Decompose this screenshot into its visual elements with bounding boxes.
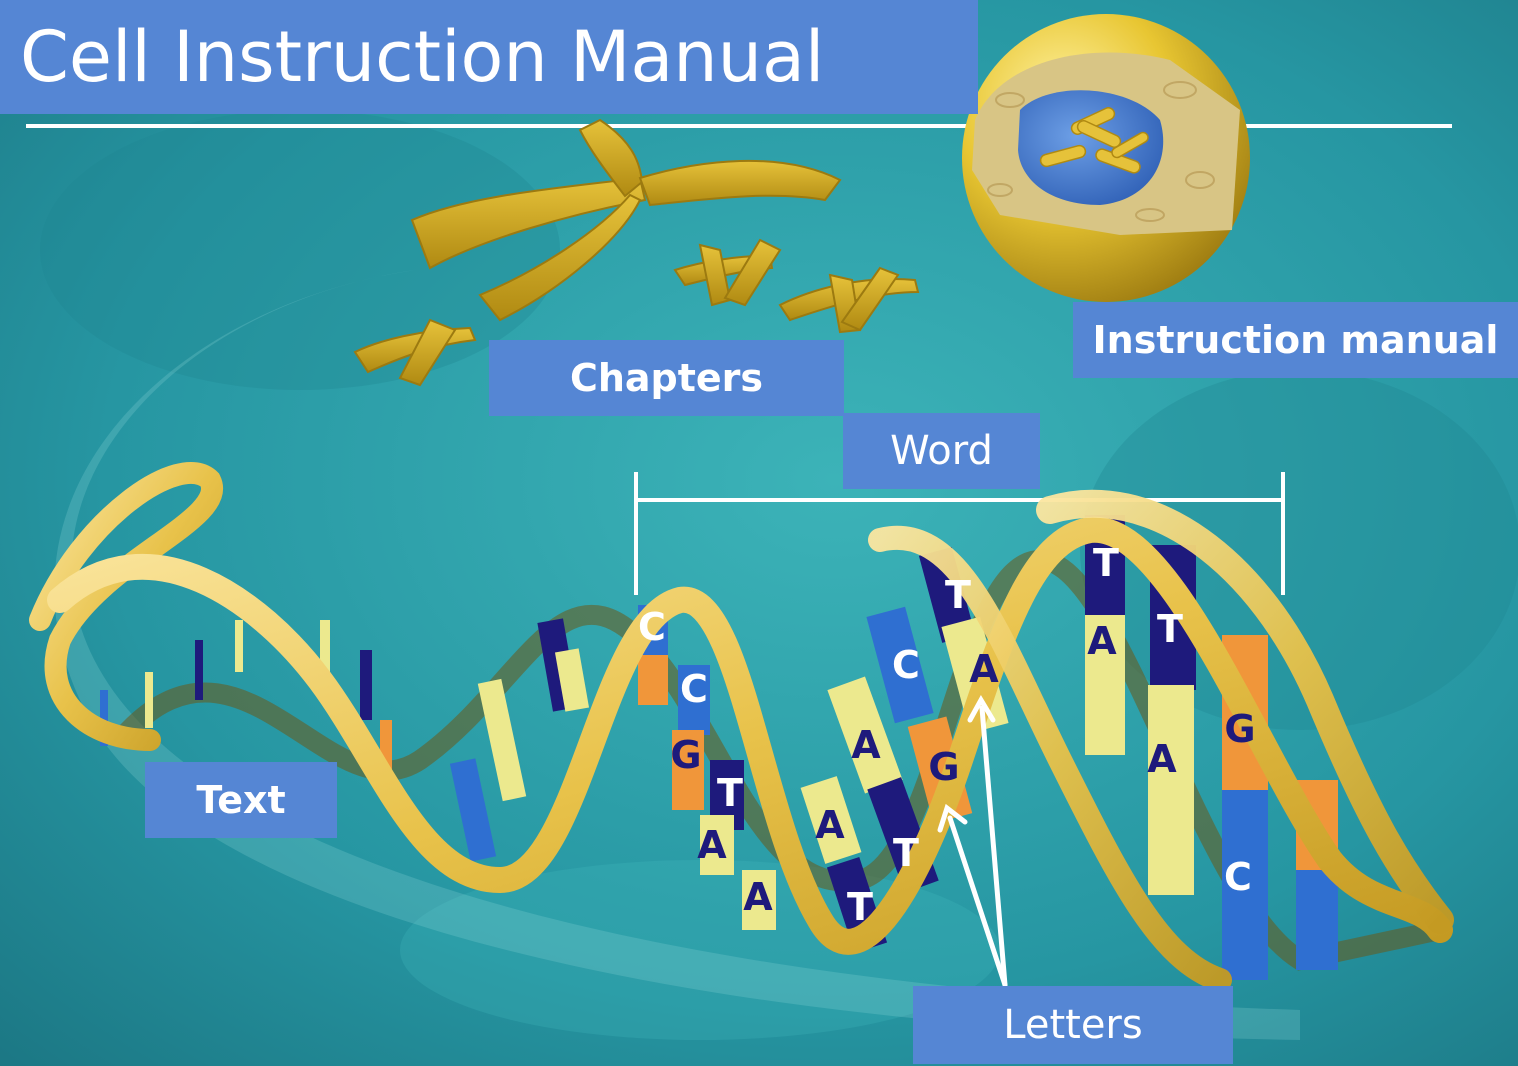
base-letter: T: [1093, 541, 1119, 585]
base-letter: A: [697, 823, 727, 867]
chapters-label: Chapters: [489, 340, 844, 416]
base-letter: A: [743, 875, 773, 919]
text-label: Text: [145, 762, 337, 838]
word-label: Word: [843, 413, 1040, 489]
base-letter: T: [847, 885, 873, 929]
base-letter: C: [680, 667, 708, 711]
base-letter: A: [1147, 737, 1177, 781]
base-letter: T: [945, 573, 971, 617]
base-letter: T: [893, 831, 919, 875]
letters-label: Letters: [913, 986, 1233, 1064]
base-letter: C: [638, 605, 666, 649]
base-letter: T: [717, 771, 743, 815]
base-letter: T: [1157, 607, 1183, 651]
base-letter: C: [1224, 855, 1252, 899]
page-title: Cell Instruction Manual: [0, 0, 978, 114]
base-letter: G: [928, 745, 959, 789]
base-letter: A: [815, 803, 845, 847]
base-letter: G: [670, 733, 701, 777]
cell-illustration: [962, 14, 1250, 302]
base-letter: C: [892, 643, 920, 687]
instruction-manual-label: Instruction manual: [1073, 302, 1518, 378]
base-letter: A: [851, 723, 881, 767]
base-letter: G: [1224, 707, 1255, 751]
base-letter: A: [1087, 619, 1117, 663]
base-letter: A: [969, 647, 999, 691]
